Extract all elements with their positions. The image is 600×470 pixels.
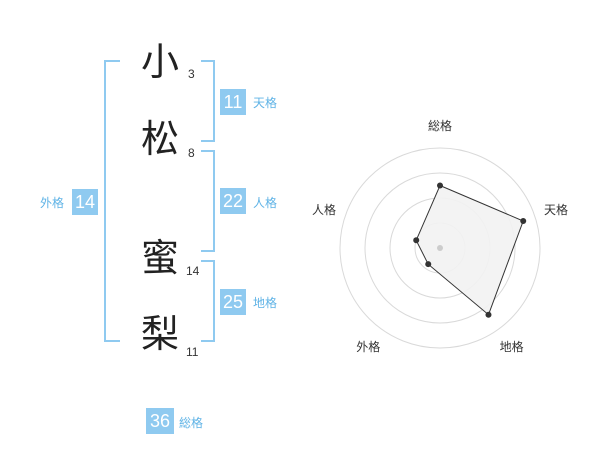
gaikaku-label: 外格 — [40, 196, 65, 210]
jinkaku-value-badge: 22 — [220, 188, 246, 214]
chikaku-label: 地格 — [253, 296, 278, 310]
name-char-2: 松 — [140, 117, 179, 161]
radar-axis-label-0: 総格 — [427, 119, 453, 133]
radar-axis-label-3: 外格 — [356, 339, 381, 354]
jinkaku-label: 人格 — [253, 196, 278, 210]
soukaku-label: 総格 — [179, 416, 204, 430]
name-char-3: 蜜 — [140, 236, 179, 280]
radar-point-0 — [437, 182, 443, 189]
radar-grid-ring-3 — [364, 172, 516, 324]
radar-axis-label-2: 地格 — [499, 339, 524, 354]
tenkaku-bracket — [201, 60, 215, 142]
radar-axis-label-1: 天格 — [543, 203, 569, 218]
radar-grid-ring-4 — [339, 147, 541, 349]
stroke-count-4: 11 — [186, 345, 199, 359]
tenkaku-label: 天格 — [253, 96, 278, 110]
name-char-1: 小 — [140, 40, 179, 84]
radar-axis-label-4: 人格 — [311, 203, 337, 218]
chikaku-bracket — [201, 260, 215, 342]
radar-point-4 — [413, 237, 420, 244]
gaikaku-bracket — [104, 60, 120, 342]
gaikaku-value-badge: 14 — [72, 189, 98, 215]
chikaku-value-badge: 25 — [220, 289, 246, 315]
stroke-count-3: 14 — [186, 264, 200, 278]
radar-point-2 — [485, 311, 492, 318]
soukaku-value-badge: 36 — [146, 408, 174, 434]
jinkaku-bracket — [201, 150, 215, 252]
radar-point-1 — [520, 217, 527, 224]
name-char-4: 梨 — [140, 312, 179, 356]
radar-point-3 — [425, 261, 432, 268]
radar-center-dot — [437, 245, 443, 251]
stroke-count-1: 3 — [188, 67, 195, 81]
tenkaku-value-badge: 11 — [220, 89, 246, 115]
stroke-count-2: 8 — [188, 146, 195, 160]
radar-series-polygon — [415, 184, 524, 316]
